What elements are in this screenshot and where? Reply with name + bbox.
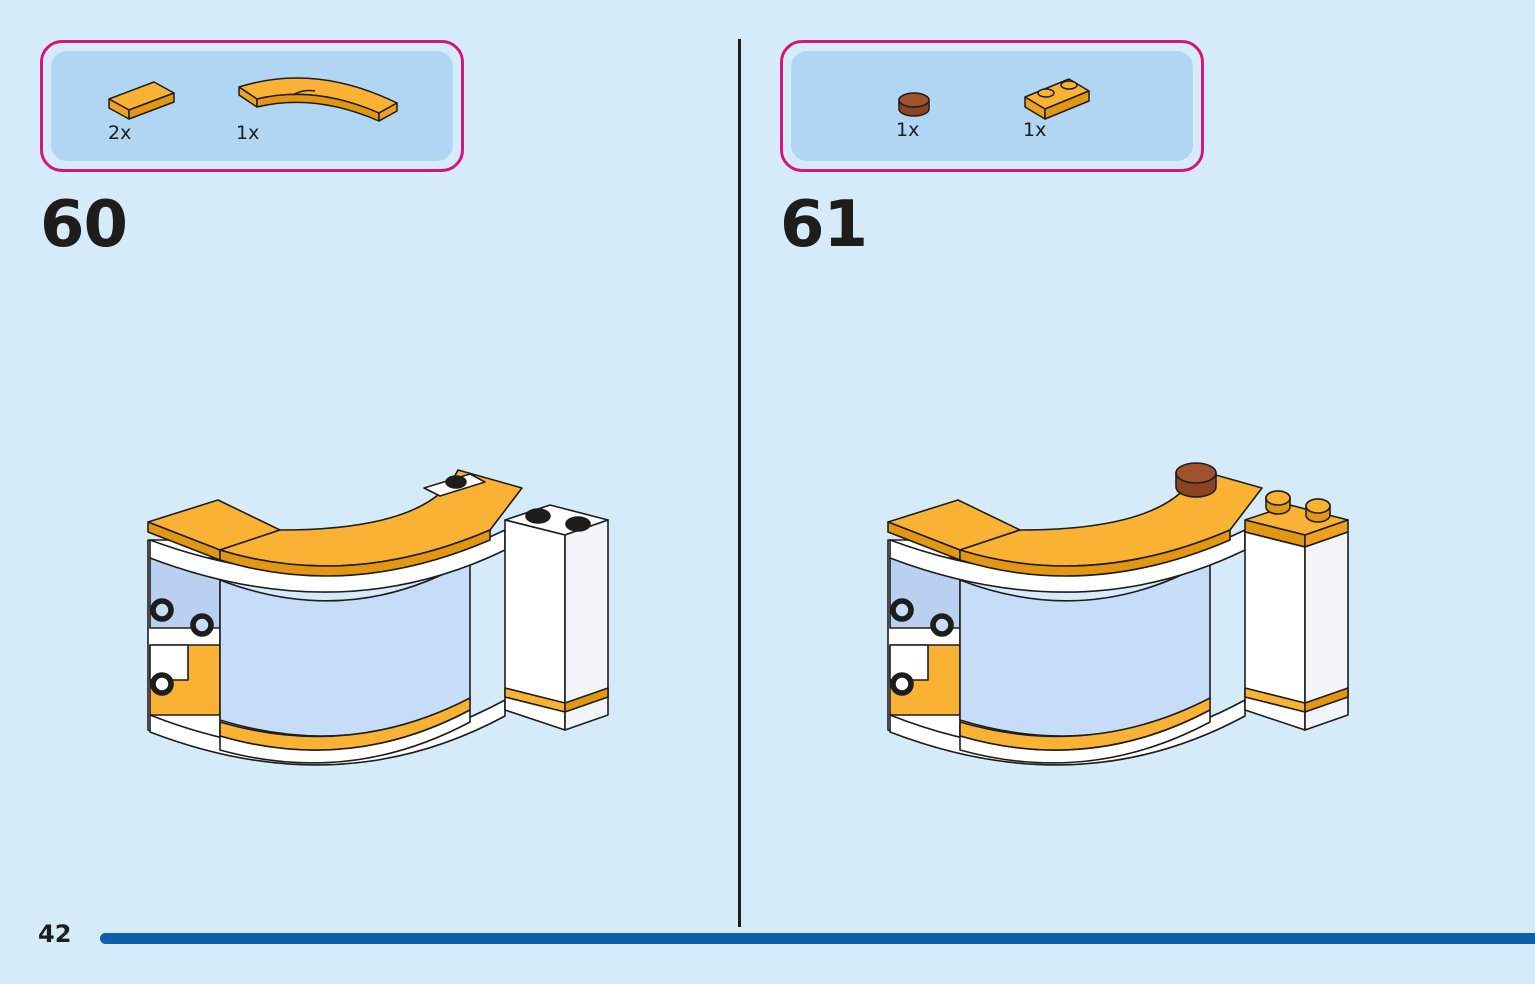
parts-callout-step-61: 1x 1x bbox=[780, 40, 1204, 172]
part-qty: 1x bbox=[1023, 119, 1047, 141]
orange-tile-icon bbox=[108, 81, 175, 120]
model-illustration-step-61 bbox=[887, 462, 1349, 766]
parts-callout-step-60: 2x 1x bbox=[40, 40, 464, 172]
part-qty: 1x bbox=[896, 119, 920, 141]
bottom-bar bbox=[100, 933, 1535, 944]
brown-round-tile-icon bbox=[898, 92, 930, 117]
parts-graphics bbox=[898, 78, 1090, 120]
parts-graphics bbox=[108, 77, 398, 122]
page-divider bbox=[738, 39, 741, 927]
step-number: 60 bbox=[40, 188, 128, 262]
part-qty: 2x bbox=[108, 122, 132, 144]
orange-curved-tile-icon bbox=[238, 77, 398, 122]
model-illustration-step-60 bbox=[147, 469, 609, 766]
parts-callout-inner bbox=[791, 51, 1193, 161]
page-number: 42 bbox=[38, 920, 72, 948]
part-qty: 1x bbox=[236, 122, 260, 144]
step-number: 61 bbox=[780, 188, 868, 262]
orange-plate-icon bbox=[1024, 78, 1090, 120]
